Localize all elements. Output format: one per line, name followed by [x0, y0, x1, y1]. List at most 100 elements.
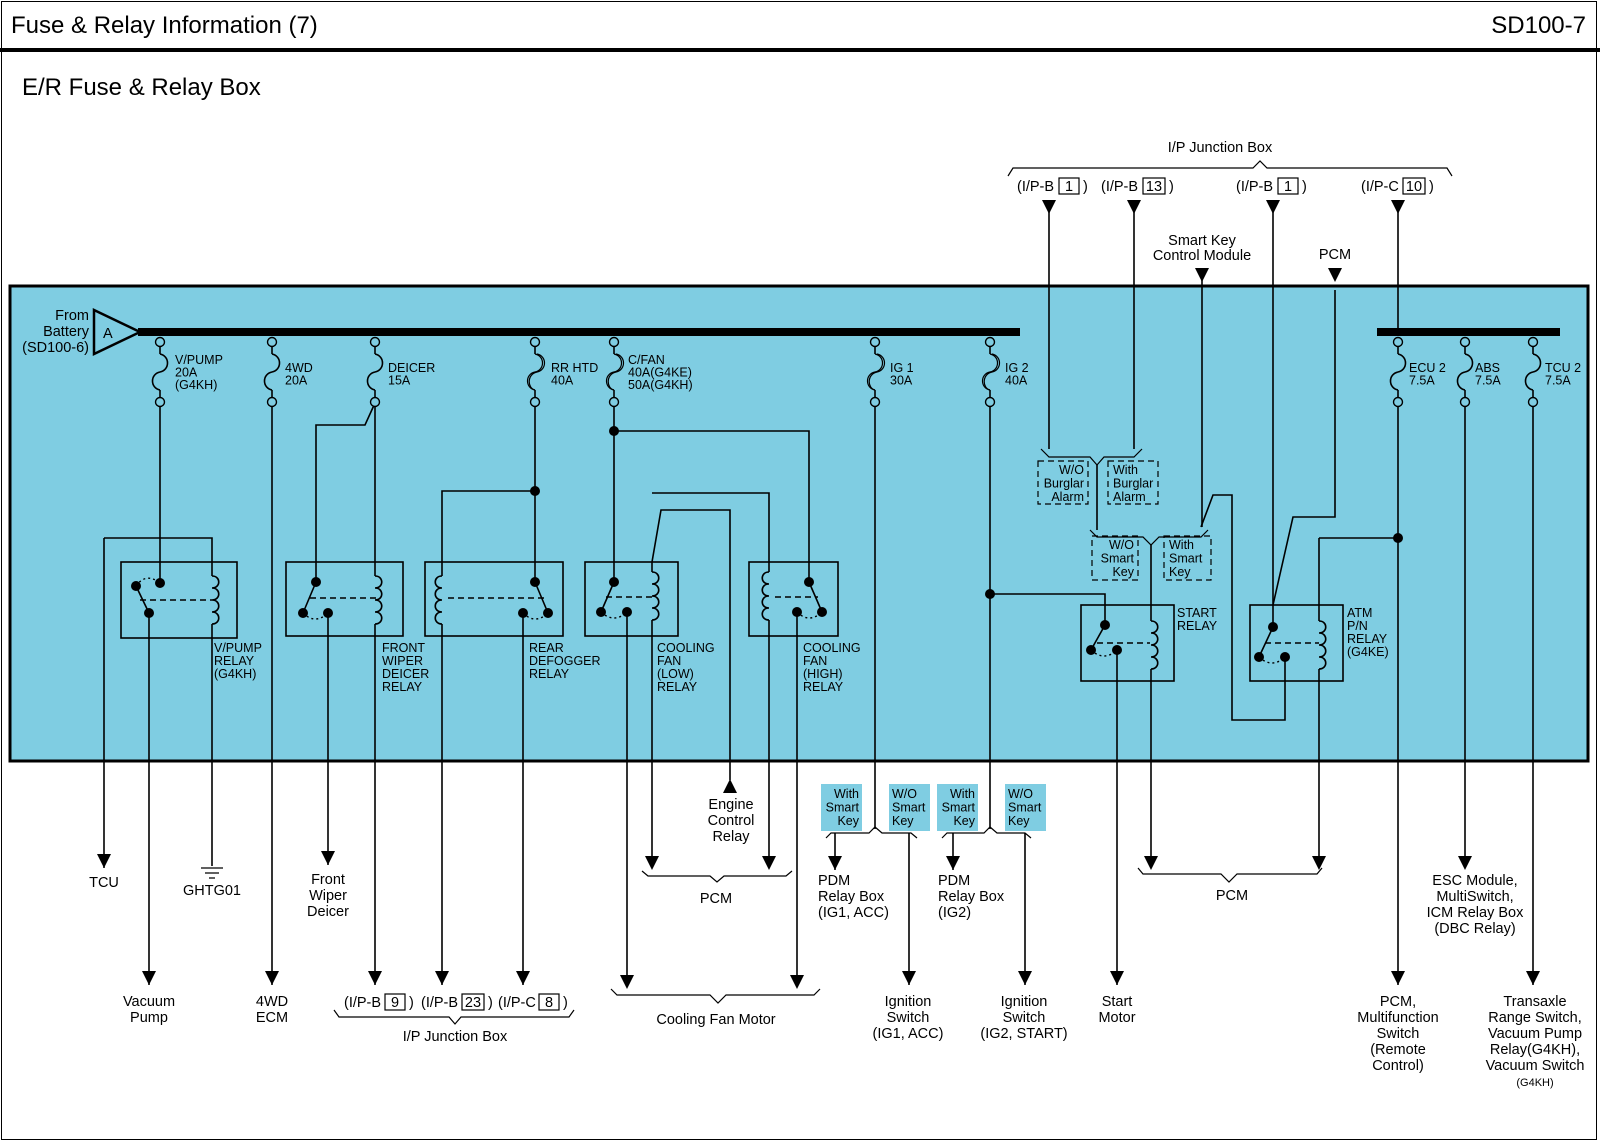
page-code: SD100-7: [1491, 12, 1586, 39]
ig1-split: [825, 826, 918, 839]
output-engine-control-relay-line: Engine: [708, 797, 753, 813]
relay-label-fanhigh-line: (HIGH): [803, 667, 843, 681]
fuse-terminal: [1459, 336, 1471, 348]
output-esc-module: ESC Module,MultiSwitch,ICM Relay Box(DBC…: [1427, 873, 1524, 937]
condition-tag-label-line: Key: [837, 814, 859, 828]
relay-label-deicer-line: DEICER: [382, 667, 429, 681]
pin-box: [1402, 177, 1426, 195]
fuse-label-ecu2-line: ECU 2: [1409, 361, 1446, 375]
fuse-label-deicer-line: DEICER: [388, 361, 435, 375]
condition-with-burglar-alarm-label-line: Burglar: [1113, 477, 1153, 491]
output-ground: GHTG01: [183, 883, 241, 899]
output-engine-control-relay-line: Control: [708, 813, 755, 829]
bottom-junction-label: I/P Junction Box: [403, 1029, 508, 1045]
top-connector-pin-line: 10: [1406, 179, 1422, 195]
relay-coil-deicer: [374, 575, 383, 625]
relay-coil-defog: [434, 575, 443, 625]
output-pcm-fan-line: PCM: [700, 891, 732, 907]
condition-with-burglar-alarm: [1107, 460, 1159, 505]
wire: [990, 593, 1106, 625]
junction-dot: [144, 608, 154, 618]
output-vacuum-pump-line: Vacuum: [123, 994, 175, 1010]
fuse-label-4wd-line: 20A: [285, 374, 308, 388]
relay-housing-fanlow: [584, 561, 679, 637]
arrow-down-icon: [1110, 971, 1124, 985]
fuse-icon: [1456, 353, 1474, 391]
junction-dot: [817, 607, 827, 617]
wire: [614, 430, 810, 582]
top-connector-suffix: ): [1169, 179, 1174, 195]
bottom-connector-pin: 9: [391, 995, 399, 1011]
junction-dot: [543, 608, 553, 618]
top-connector-prefix-line: (I/P-B: [1017, 179, 1054, 195]
relay-housing-start: [1080, 604, 1175, 682]
output-vacuum-pump-line: Pump: [130, 1010, 168, 1026]
output-tcu-line: TCU: [89, 875, 119, 891]
connector-letter: A: [103, 326, 113, 342]
fuse-icon-double: [868, 353, 886, 391]
bottom-connector-prefix-line: (I/P-B: [421, 995, 458, 1011]
condition-wo-burglar-alarm-label-line: W/O: [1059, 463, 1084, 477]
relay-label-atm-line: P/N: [1347, 619, 1368, 633]
junction-dot: [1268, 622, 1278, 632]
condition-wo-burglar-alarm-label-line: Burglar: [1044, 477, 1084, 491]
bottom-connector-pin: 8: [545, 995, 553, 1011]
output-tcu: TCU: [89, 875, 119, 891]
condition-tag-label-line: W/O: [892, 787, 917, 801]
fuse-terminal: [1459, 396, 1471, 408]
fuse-relay-box: [8, 284, 1590, 763]
top-connector-pin: 13: [1146, 179, 1162, 195]
fuse-icon: [151, 353, 169, 391]
arrow-down-icon: [1458, 856, 1472, 870]
condition-with-burglar-alarm-label-line: Alarm: [1113, 490, 1146, 504]
fuse-label-cfan-line: C/FAN: [628, 353, 665, 367]
output-4wd-ecm-line: 4WD: [256, 994, 288, 1010]
fuse-label-vpump-line: V/PUMP: [175, 353, 223, 367]
output-transaxle-range-switch-line: (G4KH): [1516, 1077, 1553, 1089]
relay-label-fanlow-line: RELAY: [657, 680, 698, 694]
bottom-connector-pin: 23: [465, 995, 481, 1011]
fuse-terminal: [608, 396, 620, 408]
junction-dot: [311, 577, 321, 587]
fuse-label-vpump-line: (G4KH): [175, 378, 217, 392]
condition-split: [1089, 529, 1209, 546]
arrow-down-icon: [1312, 856, 1326, 870]
output-pcm-multifunction-switch-line: Switch: [1377, 1026, 1420, 1042]
relay-label-vpump-line: RELAY: [214, 654, 255, 668]
fuse-label-tcu2-line: 7.5A: [1545, 374, 1571, 388]
arrow-down-icon: [828, 856, 842, 870]
relay-housing-deicer: [285, 561, 404, 637]
junction-dot: [804, 577, 814, 587]
fuse-terminal: [984, 336, 996, 348]
pin-box: [1142, 177, 1166, 195]
top-junction-brace: [1007, 160, 1453, 177]
switch-arc: [600, 611, 628, 619]
smart-key-module-label-line: Control Module: [1153, 248, 1251, 264]
relay-housing-vpump: [120, 561, 238, 639]
fuse-label-rrhtd-line: 40A: [551, 374, 574, 388]
condition-with-smart-key: [1163, 535, 1212, 581]
arrow-down-icon: [645, 856, 659, 870]
output-engine-control-relay-line: Relay: [712, 829, 750, 845]
relay-label-atm-line: ATM: [1347, 606, 1372, 620]
condition-tag-label-line: Key: [1008, 814, 1030, 828]
bottom-connector-prefix-line: (I/P-B: [344, 995, 381, 1011]
arrow-down-icon: [946, 856, 960, 870]
output-cooling-fan-motor: Cooling Fan Motor: [656, 1012, 775, 1028]
condition-wo-burglar-alarm: [1037, 460, 1089, 505]
bottom-junction-brace: [333, 1009, 575, 1025]
output-esc-module-line: ESC Module,: [1432, 873, 1517, 889]
output-start-motor-line: Motor: [1098, 1010, 1135, 1026]
arrow-down-icon: [321, 851, 335, 865]
wire: [652, 492, 770, 562]
pcm-input-label-line: PCM: [1319, 247, 1351, 263]
